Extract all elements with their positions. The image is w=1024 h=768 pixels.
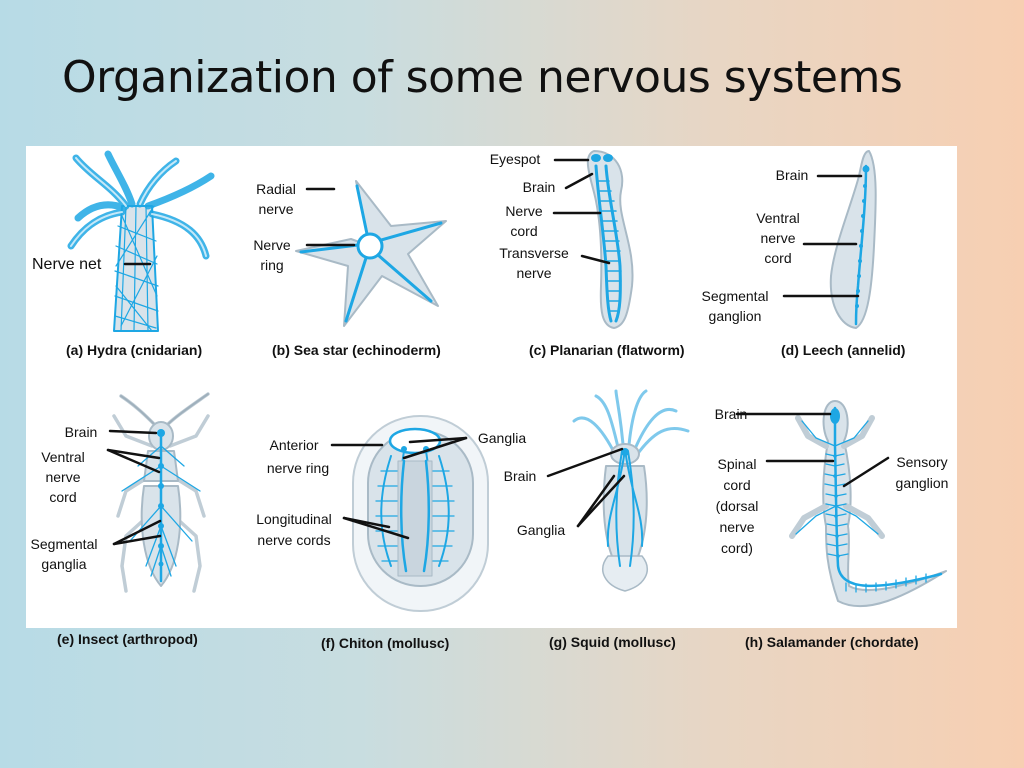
label-radial-nerve-line2: nerve	[258, 201, 294, 217]
label-spinal-cord-line3: (dorsal	[715, 498, 759, 514]
label-transverse-nerve-line1: Transverse	[499, 245, 569, 261]
label-radial-nerve-line1: Radial	[256, 181, 296, 197]
label-longitudinal-nerve-cords-line1: Longitudinal	[256, 511, 332, 527]
label-anterior-nerve-ring-line2: nerve ring	[266, 460, 330, 476]
label-nerve-cord-line2: cord	[510, 223, 538, 239]
label-nerve-cord-line1: Nerve	[505, 203, 543, 219]
label-sensory-ganglion-line1: Sensory	[896, 454, 948, 470]
label-salamander-brain: Brain	[714, 406, 748, 422]
label-nerve-ring-line1: Nerve	[253, 237, 291, 253]
label-squid-ganglia: Ganglia	[516, 522, 566, 538]
label-leech-ventral-line1: Ventral	[756, 210, 800, 226]
label-anterior-nerve-ring-line1: Anterior	[269, 437, 319, 453]
insect-illustration	[106, 392, 210, 593]
label-insect-brain: Brain	[64, 424, 98, 440]
sea-star-illustration	[295, 180, 447, 327]
label-spinal-cord-line5: cord)	[721, 540, 753, 556]
label-leech-ventral-line2: nerve	[760, 230, 796, 246]
salamander-illustration	[735, 400, 947, 608]
squid-illustration	[546, 389, 690, 592]
label-segmental-ganglion-line1: Segmental	[701, 288, 769, 304]
label-sensory-ganglion-line2: ganglion	[895, 475, 949, 491]
caption-planarian: (c) Planarian (flatworm)	[529, 342, 685, 358]
hydra-illustration	[67, 150, 215, 332]
leech-illustration	[782, 150, 877, 329]
label-longitudinal-nerve-cords-line2: nerve cords	[257, 532, 331, 548]
label-segmental-ganglion-line2: ganglion	[708, 308, 762, 324]
label-spinal-cord-line4: nerve	[719, 519, 755, 535]
label-transverse-nerve-line2: nerve	[516, 265, 552, 281]
label-chiton-ganglia: Ganglia	[477, 430, 527, 446]
caption-salamander: (h) Salamander (chordate)	[745, 634, 919, 650]
label-segmental-ganglia-line2: ganglia	[41, 556, 87, 572]
label-nerve-ring-line2: ring	[260, 257, 284, 273]
nervous-systems-illustration	[67, 150, 947, 612]
label-spinal-cord-line2: cord	[723, 477, 751, 493]
label-leech-ventral-line3: cord	[764, 250, 792, 266]
label-spinal-cord-line1: Spinal	[717, 456, 757, 472]
label-insect-ventral-line3: cord	[49, 489, 77, 505]
planarian-illustration	[552, 150, 634, 329]
label-nerve-net: Nerve net	[32, 256, 102, 273]
caption-chiton: (f) Chiton (mollusc)	[321, 635, 450, 651]
caption-sea-star: (b) Sea star (echinoderm)	[272, 342, 441, 358]
figure-panel: Nerve net (a) Hydra (cnidarian) Radial n…	[26, 146, 957, 628]
caption-squid: (g) Squid (mollusc)	[549, 634, 676, 650]
label-squid-brain: Brain	[503, 468, 537, 484]
chiton-illustration	[330, 415, 489, 612]
label-segmental-ganglia-line1: Segmental	[30, 536, 98, 552]
slide-title: Organization of some nervous systems	[62, 52, 903, 103]
label-planarian-brain: Brain	[522, 179, 556, 195]
caption-leech: (d) Leech (annelid)	[781, 342, 906, 358]
caption-insect: (e) Insect (arthropod)	[57, 631, 198, 647]
caption-hydra: (a) Hydra (cnidarian)	[66, 342, 203, 358]
label-eyespot: Eyespot	[489, 151, 541, 167]
label-insect-ventral-line1: Ventral	[41, 449, 85, 465]
label-insect-ventral-line2: nerve	[45, 469, 81, 485]
label-leech-brain: Brain	[775, 167, 809, 183]
